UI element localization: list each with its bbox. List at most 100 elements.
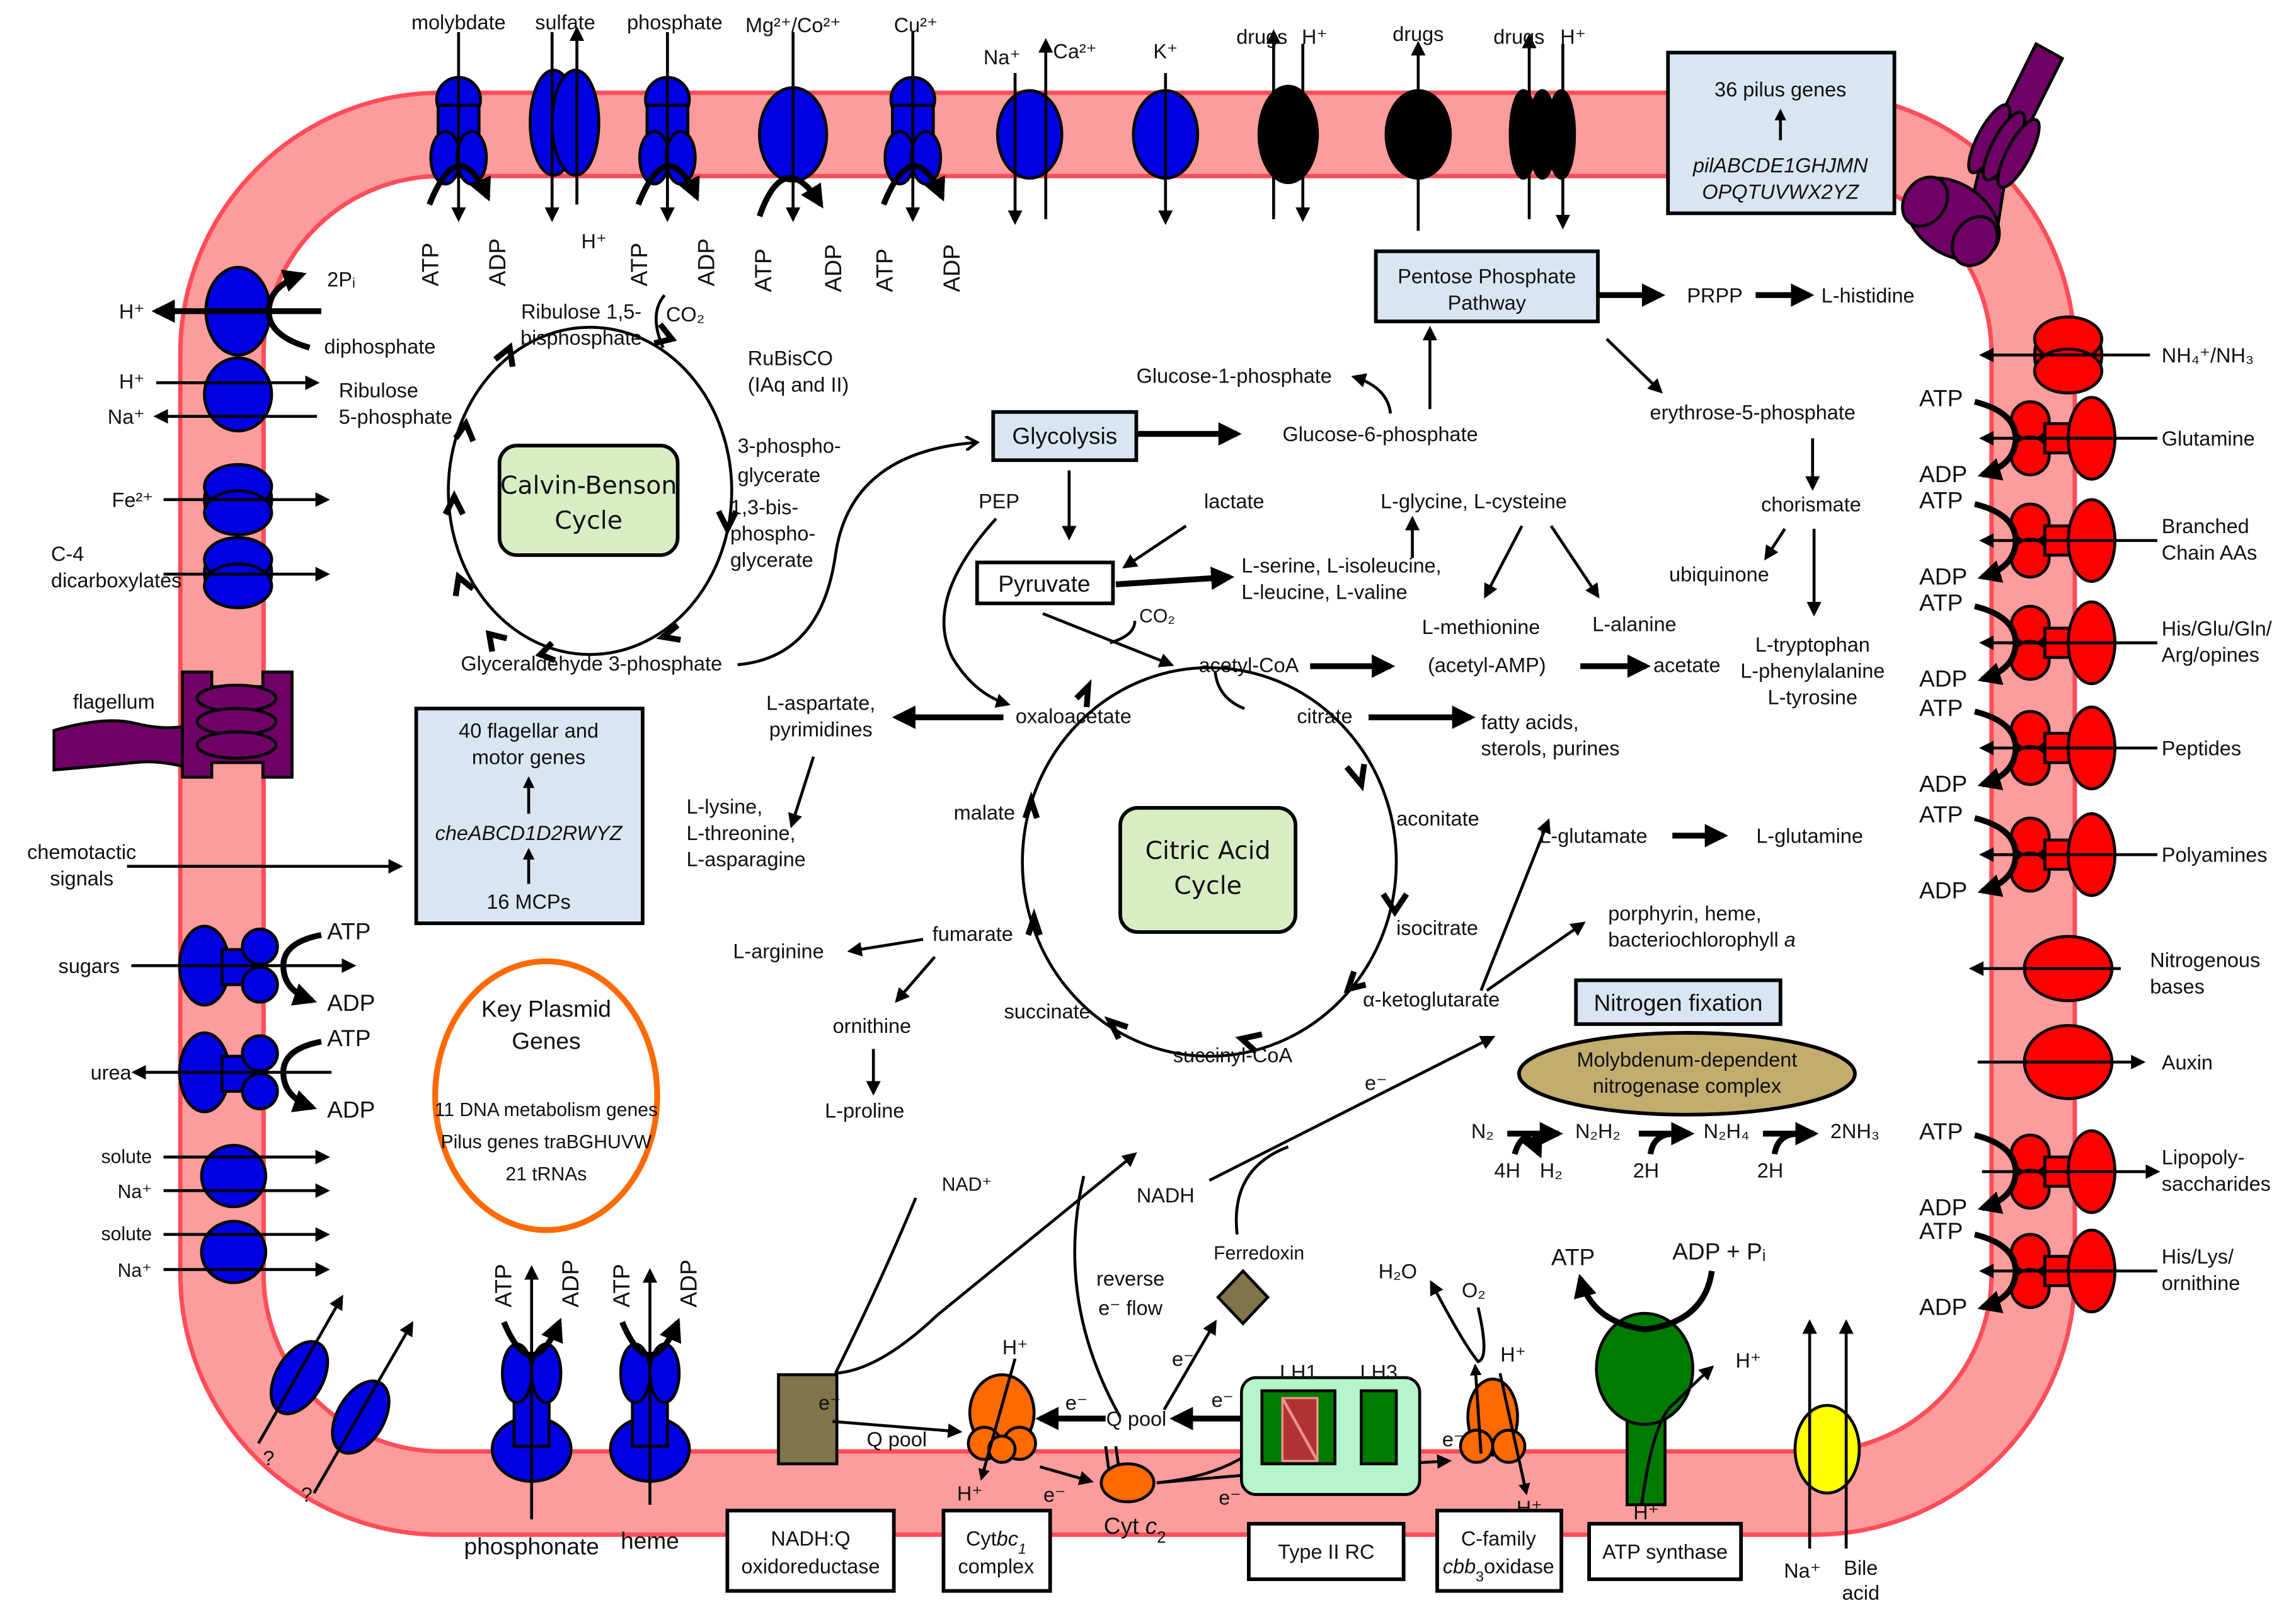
g3p-label: Glyceraldehyde 3-phosphate [461,652,722,675]
label-h-in: H⁺ [119,371,145,393]
ubiquinone-label: ubiquinone [1669,563,1769,586]
label-chemotactic: chemotactic [27,841,136,863]
label-o2: O₂ [1462,1279,1486,1302]
calvin-benson-cycle: Calvin-Benson Cycle Ribulose 1,5- bispho… [442,294,974,675]
alanine-label: L-alanine [1592,613,1676,635]
label-e-flow: e⁻ flow [1098,1296,1162,1319]
proline-label: L-proline [825,1099,904,1122]
label-phosphonate: phosphonate [464,1533,599,1560]
label-atp: ATP [490,1264,516,1307]
asp-line2: pyrimidines [769,718,873,740]
label-k: K⁺ [1153,40,1178,63]
label-5-phosphate: 5-phosphate [339,405,452,428]
nitrogen-fixation-title: Nitrogen fixation [1594,989,1763,1016]
aromatic-line3: L-tyrosine [1768,686,1857,708]
label-his-glu: His/Glu/Gln/ [2162,617,2273,640]
label-atp: ATP [327,1025,370,1051]
drug-efflux-pump-1: drugs H⁺ [1236,26,1328,222]
label-na-out: Na⁺ [108,405,145,428]
label-ferredoxin: Ferredoxin [1214,1243,1304,1264]
3pga-line1: 3-phospho- [738,435,841,458]
peptide-abc-importer: ATP ADP Peptides [1919,694,2241,797]
label-polyamines: Polyamines [2162,844,2268,867]
bcaa-line2: L-leucine, L-valine [1241,580,1407,603]
label-drugs: drugs [1392,23,1444,45]
label-adp: ADP [484,238,510,286]
label-e: e⁻ [1043,1483,1065,1506]
label-ca: Ca²⁺ [1053,40,1096,63]
pilus-genes-line1: pilABCDE1GHJMN [1692,154,1868,177]
che-genes: cheABCD1D2RWYZ [435,822,623,844]
prpp-label: PRPP [1687,284,1742,307]
label-2pi: 2Pᵢ [327,268,355,291]
label-unknown: ? [263,1447,274,1470]
acetate-label: acetate [1653,654,1720,676]
nitrogenous-base-transporter: Nitrogenous bases [1968,935,2260,1003]
label-diphosphate: diphosphate [324,335,436,358]
ppp-line1: Pentose Phosphate [1398,265,1576,288]
label-bile: Bile [1844,1557,1878,1579]
label-h: H⁺ [1500,1344,1526,1366]
nadh-q-oxidoreductase [777,1373,839,1466]
label-reverse: reverse [1096,1267,1164,1290]
label-na: Na⁺ [984,46,1021,69]
bpg-line2: phospho- [730,522,815,545]
type-ii-rc-label: Type II RC [1278,1541,1374,1564]
n2-label: N₂ [1471,1120,1494,1143]
label-adp: ADP [1919,770,1967,797]
label-h2o: H₂O [1379,1260,1417,1282]
label-e: e⁻ [1212,1388,1234,1411]
n2h4-label: N₂H₄ [1704,1120,1750,1143]
fatty-line2: sterols, purines [1481,737,1620,760]
nitrogen-fixation: Nitrogen fixation Molybdenum-dependent n… [1471,978,1880,1182]
urea-abc-transporter: urea ATP ADP [91,1025,376,1123]
label-atp: ATP [608,1264,634,1307]
label-na: Na⁺ [1784,1560,1821,1582]
label-e: e⁻ [1442,1428,1464,1451]
label-glutamine: Glutamine [2162,427,2255,450]
label-h: H⁺ [1560,26,1586,49]
pep-label: PEP [979,490,1019,513]
label-adp: ADP [1919,1194,1967,1221]
nitrogenase-line1: Molybdenum-dependent [1576,1048,1797,1071]
chemotactic-signals: chemotactic signals [27,841,403,890]
label-nitrogenous: Nitrogenous [2150,949,2260,972]
label-auxin: Auxin [2162,1051,2213,1074]
label-atp: ATP [871,248,897,292]
label-dicarboxylates: dicarboxylates [51,569,181,592]
flagellar-genes-box: 40 flagellar and motor genes cheABCD1D2R… [414,706,645,925]
label-atp: ATP [1551,1244,1595,1270]
ammonium-channel: NH₄⁺/NH₃ [1979,315,2254,395]
bcaa-abc-importer: ATP ADP Branched Chain AAs [1919,487,2257,590]
label-flagellum: flagellum [73,690,155,713]
pilus-genes-box: 36 pilus genes pilABCDE1GHJMN OPQTUVWX2Y… [1666,50,1897,216]
succinyl-coa-label: succinyl-CoA [1173,1044,1293,1066]
unknown-transporters: ? ? [257,1294,413,1506]
label-nadh: NADH [1137,1184,1195,1207]
key-plasmid-genes: Key Plasmid Genes 11 DNA metabolism gene… [432,958,660,1233]
label-h: H⁺ [1735,1349,1761,1372]
succinate-label: succinate [1004,1000,1091,1023]
glycolysis-box: Glycolysis [1012,423,1117,449]
label-h: H⁺ [1633,1501,1659,1524]
porphyrin-line1: porphyrin, heme, [1608,902,1761,924]
label-sugars: sugars [59,955,120,977]
label-e: e⁻ [818,1391,841,1414]
label-h: H⁺ [957,1482,983,1505]
label-h-out: H⁺ [119,300,145,323]
label-arg-opines: Arg/opines [2162,643,2259,666]
label-urea: urea [91,1061,132,1084]
glutamine-abc-importer: ATP ADP Glutamine [1919,384,2255,487]
pilus-count: 36 pilus genes [1714,78,1846,101]
label-drugs: drugs [1236,26,1287,49]
label-na: Na⁺ [118,1182,152,1202]
citric-acid-cycle: Citric Acid Cycle aconitate isocitrate α… [733,666,1863,1122]
label-atp: ATP [1919,801,1963,827]
atp-synthase-label: ATP synthase [1602,1541,1728,1564]
electron-transport-chain: e⁻ Q pool NAD⁺ NADH e⁻ reverse e⁻ flow F… [725,1035,1888,1607]
label-bases: bases [2150,975,2205,998]
label-lh3: LH3 [1360,1361,1398,1383]
label-adp: ADP [327,989,375,1016]
lactate-label: lactate [1204,490,1265,513]
isocitrate-label: isocitrate [1396,917,1478,940]
